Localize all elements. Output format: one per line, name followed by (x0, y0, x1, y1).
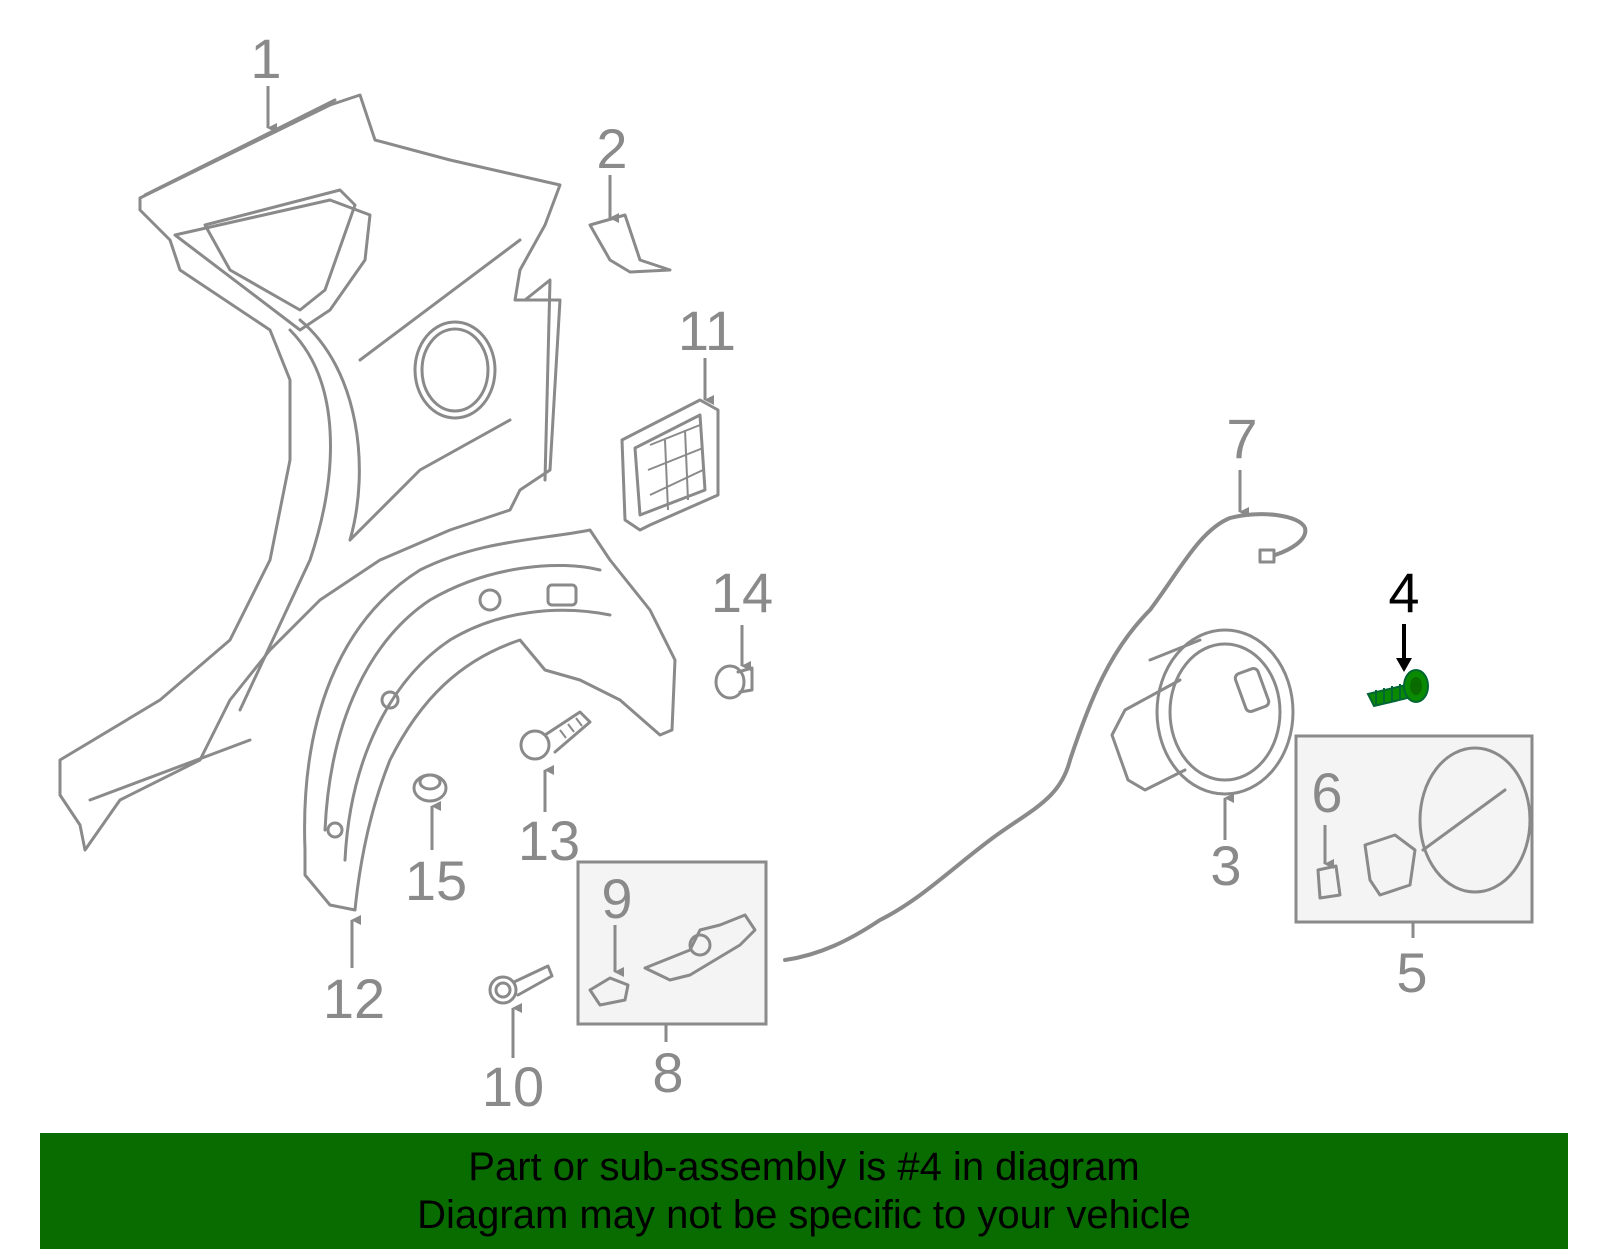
bolt-10-part (488, 964, 554, 1005)
callout-5: 5 (1396, 941, 1427, 1004)
callout-13: 13 (518, 809, 580, 872)
banner-line-2: Diagram may not be specific to your vehi… (417, 1193, 1191, 1237)
release-cable-part (783, 512, 1308, 962)
bolt-4-part (1366, 669, 1429, 708)
callout-7: 7 (1226, 407, 1257, 470)
fuel-door-assembly-box (1294, 734, 1534, 924)
latch-assembly-box (576, 860, 768, 1026)
screw-13-part (519, 710, 592, 761)
callout-6: 6 (1311, 761, 1342, 824)
callout-4: 4 (1388, 561, 1419, 624)
callout-10: 10 (482, 1055, 544, 1118)
grommet-15-part (412, 773, 448, 803)
banner-line-1: Part or sub-assembly is #4 in diagram (468, 1145, 1140, 1189)
callout-1: 1 (250, 27, 281, 90)
quarter-panel-part (58, 93, 562, 852)
leader-arrows (266, 86, 1415, 1058)
callout-11: 11 (678, 299, 736, 362)
wheel-liner-part (303, 528, 677, 912)
fuel-filler-housing-part (620, 398, 720, 532)
callout-14: 14 (711, 561, 773, 624)
callout-8: 8 (652, 1041, 683, 1104)
callout-3: 3 (1210, 834, 1241, 897)
callout-2: 2 (596, 117, 627, 180)
callout-9: 9 (601, 867, 632, 930)
fuel-door-housing-part (1110, 628, 1295, 796)
info-banner: Part or sub-assembly is #4 in diagram Di… (40, 1133, 1568, 1249)
callout-15: 15 (405, 849, 467, 912)
bracket-part (588, 213, 672, 274)
clip-14-part (714, 664, 754, 700)
callout-12: 12 (323, 967, 385, 1030)
